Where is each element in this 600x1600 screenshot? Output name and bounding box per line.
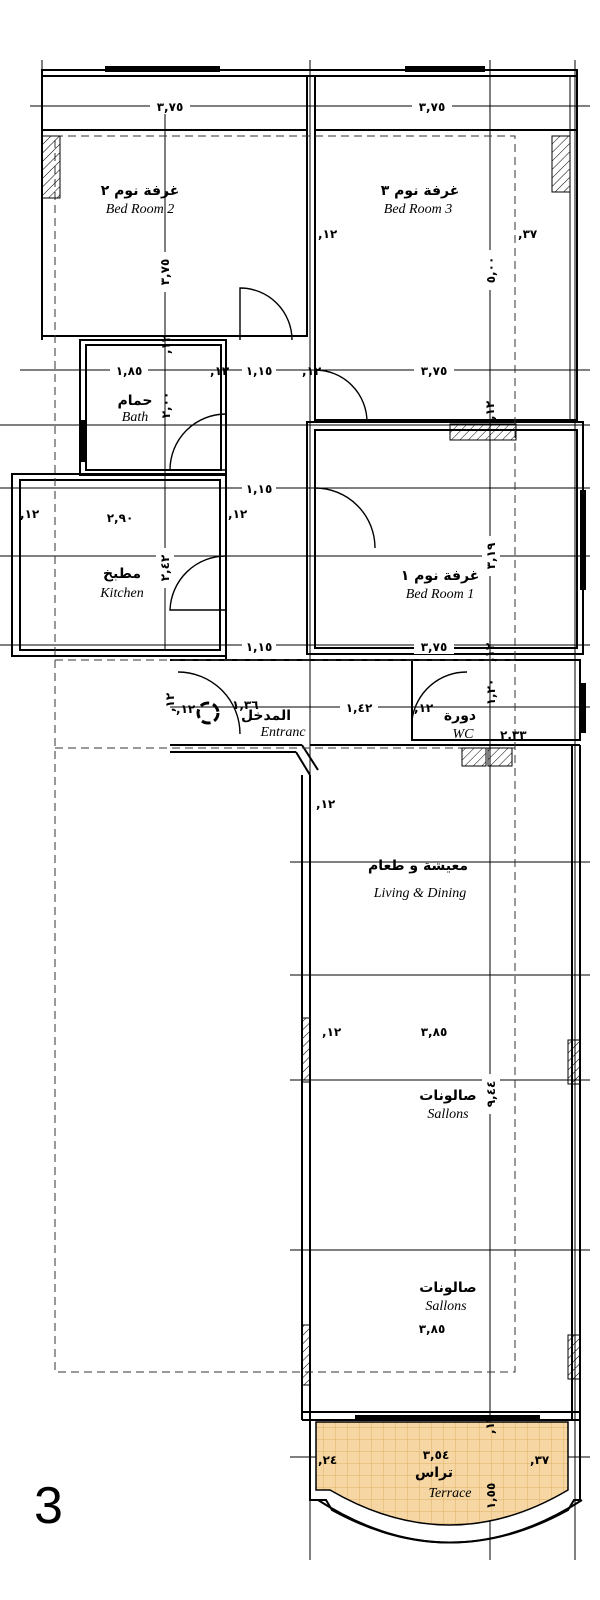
dim-entrance-width: ١,٤٢ [346, 701, 373, 715]
dim-entrance-b: ١,٣٦ [232, 698, 259, 712]
dim-wall-e: ,١٢ [302, 364, 322, 378]
dim-corridor-3: ١,١٥ [246, 640, 273, 654]
label-terrace-en: Terrace [428, 1486, 471, 1501]
dim-wall-h: ,١٢ [483, 642, 497, 662]
dim-bath-width: ١,٨٥ [116, 364, 143, 378]
dashed-lines [54, 135, 516, 1373]
label-entrance-ar: المدخل [241, 708, 291, 724]
dim-wall-i: ,١٢ [414, 701, 434, 715]
dim-bed2-width: ٣,٧٥ [157, 100, 184, 114]
label-bed1-ar: غرفة نوم ١ [401, 568, 480, 584]
label-sallons1-en: Sallons [427, 1107, 469, 1122]
dim-wall-p: ,١٢ [163, 692, 177, 712]
label-sallons2-ar: صالونات [419, 1280, 476, 1296]
label-living-en: Living & Dining [373, 886, 467, 901]
dim-wall-g: ,١٢ [228, 507, 248, 521]
dim-sallons-width: ٣,٨٥ [419, 1322, 446, 1336]
dim-bed1-depth: ٣,١٩ [484, 542, 498, 569]
dim-living-width: ٣,٨٥ [421, 1025, 448, 1039]
label-bed3-ar: غرفة نوم ٣ [381, 183, 460, 199]
dim-bed1-top-width: ٣,٧٥ [421, 364, 448, 378]
dim-sallons-depth: ٩,٤٤ [484, 1081, 498, 1108]
label-sallons1-ar: صالونات [419, 1088, 476, 1104]
dim-wall-l: ,١٢ [322, 1025, 342, 1039]
label-sallons2-en: Sallons [425, 1299, 467, 1314]
entrance-marker-icon [196, 701, 220, 725]
dim-entrance-a: ,١٢ [176, 702, 196, 716]
dim-kitchen-width: ٢,٩٠ [107, 511, 134, 525]
dim-wall-m: ,١٢ [483, 1414, 497, 1434]
label-kitchen-en: Kitchen [99, 586, 144, 601]
label-wc-en: WC [453, 727, 475, 742]
label-entrance-en: Entranc [259, 725, 306, 740]
dim-wall-d: ,١٢ [210, 364, 230, 378]
columns [41, 135, 586, 1386]
dimension-labels: ٣,٧٥ ٣,٧٥ ٣,٧٥ ٥,٠٠ ,١٢ ,٣٧ ,١٢ ١,٨٥ ,١٢… [20, 98, 550, 1509]
dim-kitchen-depth: ٢,٤٢ [158, 554, 172, 581]
label-bed2-en: Bed Room 2 [106, 202, 174, 217]
dim-wall-c: ,١٢ [159, 334, 173, 354]
label-bed1-en: Bed Room 1 [406, 587, 474, 602]
dim-wall-j: ,١٢ [483, 400, 497, 420]
label-bath-ar: حمام [118, 393, 153, 409]
label-wc-ar: دورة [444, 708, 476, 724]
dim-wall-b: ,٣٧ [518, 227, 538, 241]
label-terrace-ar: تراس [415, 1465, 453, 1481]
dim-bath-depth: ٢,٠٠ [159, 392, 173, 419]
label-bed2-ar: غرفة نوم ٢ [101, 183, 180, 199]
dim-wc-depth: ١,٢٠ [484, 679, 498, 706]
dim-wall-f: ,١٢ [20, 507, 40, 521]
doors [169, 287, 468, 735]
dim-wall-a: ,١٢ [318, 227, 338, 241]
plan-number: 3 [34, 1477, 63, 1535]
label-bed3-en: Bed Room 3 [384, 202, 452, 217]
label-bath-en: Bath [122, 410, 148, 425]
label-kitchen-ar: مطبخ [103, 566, 141, 582]
terrace [309, 1415, 583, 1544]
axis-lines [0, 60, 590, 1560]
dim-bed3-width: ٣,٧٥ [419, 100, 446, 114]
dim-terrace-depth: ١,٥٥ [484, 1483, 498, 1510]
label-living-ar: معيشة و طعام [368, 858, 468, 874]
dim-bed3-depth: ٥,٠٠ [484, 257, 498, 284]
dim-wall-n: ,٢٤ [318, 1453, 337, 1467]
dim-wall-k: ,١٢ [316, 797, 336, 811]
dim-wc-width: ٢,٣٣ [500, 728, 527, 742]
dim-wall-o: ,٣٧ [530, 1453, 550, 1467]
dim-terrace-width: ٣,٥٤ [423, 1448, 450, 1462]
dim-bed1-width: ٣,٧٥ [421, 640, 448, 654]
dim-bed2-depth: ٣,٧٥ [158, 259, 172, 286]
room-labels: غرفة نوم ٢ Bed Room 2 غرفة نوم ٣ Bed Roo… [99, 183, 479, 1501]
dim-corridor-2: ١,١٥ [246, 482, 273, 496]
dim-corridor-1: ١,١٥ [246, 364, 273, 378]
